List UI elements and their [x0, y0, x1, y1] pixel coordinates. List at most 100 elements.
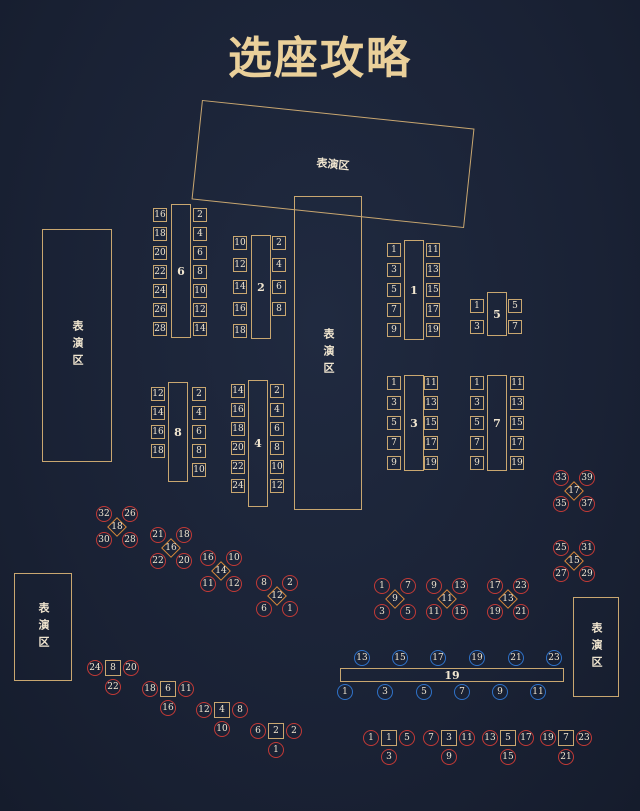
seat[interactable]: 6	[192, 425, 206, 439]
seat[interactable]: 15	[510, 416, 524, 430]
seat[interactable]: 37	[579, 496, 595, 512]
seat[interactable]: 32	[96, 506, 112, 522]
seat[interactable]: 26	[153, 303, 167, 317]
long-table-19[interactable]: 19	[340, 668, 564, 682]
seat[interactable]: 1	[470, 299, 484, 313]
seat[interactable]: 1	[374, 578, 390, 594]
seat[interactable]: 5	[387, 416, 401, 430]
seat[interactable]: 18	[233, 324, 247, 338]
seat[interactable]: 1	[268, 742, 284, 758]
seat[interactable]: 8	[232, 702, 248, 718]
seat[interactable]: 24	[87, 660, 103, 676]
long-table[interactable]: 7	[487, 375, 507, 471]
seat[interactable]: 19	[426, 323, 440, 337]
seat[interactable]: 2	[282, 575, 298, 591]
long-table[interactable]: 8	[168, 382, 188, 482]
seat[interactable]: 6	[256, 601, 272, 617]
seat[interactable]: 5	[400, 604, 416, 620]
seat[interactable]: 8	[193, 265, 207, 279]
seat[interactable]: 1	[363, 730, 379, 746]
seat[interactable]: 16	[153, 208, 167, 222]
seat[interactable]: 6	[270, 422, 284, 436]
seat[interactable]: 9	[441, 749, 457, 765]
long-table[interactable]: 2	[251, 235, 271, 339]
seat[interactable]: 20	[231, 441, 245, 455]
seat[interactable]: 20	[153, 246, 167, 260]
seat[interactable]: 11	[178, 681, 194, 697]
seat[interactable]: 5	[387, 283, 401, 297]
seat[interactable]: 13	[426, 263, 440, 277]
seat[interactable]: 39	[579, 470, 595, 486]
seat[interactable]: 5	[508, 299, 522, 313]
seat[interactable]: 17	[510, 436, 524, 450]
seat[interactable]: 7	[387, 436, 401, 450]
seat[interactable]: 3	[470, 320, 484, 334]
long-table[interactable]: 1	[404, 240, 424, 340]
seat[interactable]: 13	[424, 396, 438, 410]
seat[interactable]: 27	[553, 566, 569, 582]
seat[interactable]: 16	[231, 403, 245, 417]
seat[interactable]: 2	[272, 236, 286, 250]
seat[interactable]: 19	[510, 456, 524, 470]
square-table[interactable]: 5	[500, 730, 516, 746]
seat[interactable]: 21	[508, 650, 524, 666]
seat[interactable]: 10	[214, 721, 230, 737]
seat[interactable]: 4	[192, 406, 206, 420]
seat[interactable]: 12	[270, 479, 284, 493]
seat[interactable]: 1	[387, 243, 401, 257]
seat[interactable]: 16	[160, 700, 176, 716]
seat[interactable]: 35	[553, 496, 569, 512]
seat[interactable]: 2	[286, 723, 302, 739]
seat[interactable]: 24	[153, 284, 167, 298]
seat[interactable]: 2	[193, 208, 207, 222]
seat[interactable]: 24	[231, 479, 245, 493]
seat[interactable]: 13	[452, 578, 468, 594]
seat[interactable]: 18	[231, 422, 245, 436]
seat[interactable]: 1	[337, 684, 353, 700]
seat[interactable]: 3	[374, 604, 390, 620]
seat[interactable]: 1	[387, 376, 401, 390]
seat[interactable]: 15	[424, 416, 438, 430]
seat[interactable]: 9	[470, 456, 484, 470]
seat[interactable]: 6	[250, 723, 266, 739]
seat[interactable]: 2	[192, 387, 206, 401]
seat[interactable]: 14	[193, 322, 207, 336]
seat[interactable]: 7	[508, 320, 522, 334]
seat[interactable]: 16	[151, 425, 165, 439]
long-table[interactable]: 3	[404, 375, 424, 471]
seat[interactable]: 31	[579, 540, 595, 556]
seat[interactable]: 5	[416, 684, 432, 700]
seat[interactable]: 17	[424, 436, 438, 450]
seat[interactable]: 13	[482, 730, 498, 746]
seat[interactable]: 22	[105, 679, 121, 695]
seat[interactable]: 4	[272, 258, 286, 272]
seat[interactable]: 14	[231, 384, 245, 398]
seat[interactable]: 1	[282, 601, 298, 617]
seat[interactable]: 23	[576, 730, 592, 746]
square-table[interactable]: 2	[268, 723, 284, 739]
square-table[interactable]: 1	[381, 730, 397, 746]
seat[interactable]: 22	[231, 460, 245, 474]
seat[interactable]: 9	[426, 578, 442, 594]
square-table[interactable]: 3	[441, 730, 457, 746]
seat[interactable]: 21	[513, 604, 529, 620]
seat[interactable]: 22	[150, 553, 166, 569]
seat[interactable]: 15	[426, 283, 440, 297]
seat[interactable]: 11	[200, 576, 216, 592]
seat[interactable]: 4	[193, 227, 207, 241]
seat[interactable]: 10	[226, 550, 242, 566]
seat[interactable]: 6	[272, 280, 286, 294]
seat[interactable]: 17	[518, 730, 534, 746]
seat[interactable]: 3	[470, 396, 484, 410]
seat[interactable]: 21	[150, 527, 166, 543]
seat[interactable]: 5	[399, 730, 415, 746]
seat[interactable]: 16	[200, 550, 216, 566]
seat[interactable]: 10	[192, 463, 206, 477]
seat[interactable]: 30	[96, 532, 112, 548]
seat[interactable]: 7	[423, 730, 439, 746]
seat[interactable]: 15	[452, 604, 468, 620]
seat[interactable]: 9	[387, 456, 401, 470]
seat[interactable]: 23	[513, 578, 529, 594]
square-table[interactable]: 4	[214, 702, 230, 718]
seat[interactable]: 3	[381, 749, 397, 765]
